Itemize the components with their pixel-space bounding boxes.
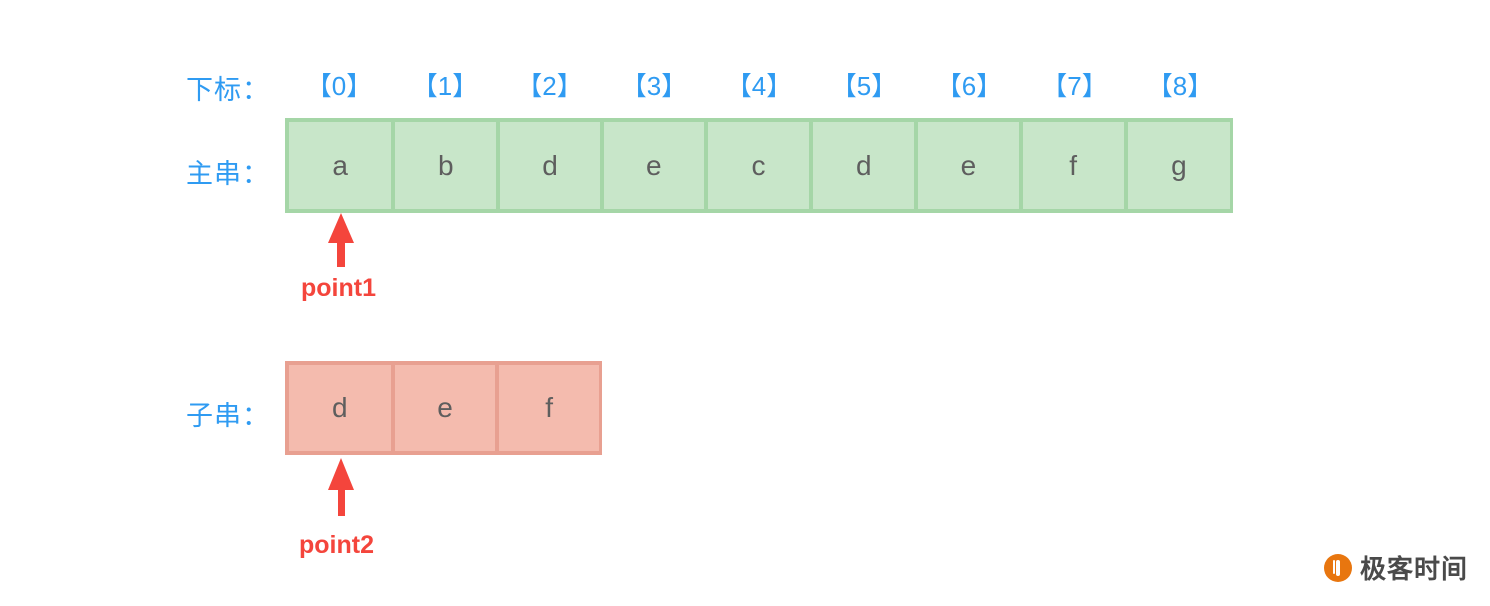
main-string-cell: f [1022,122,1124,209]
index-label-4: 【4】 [725,70,793,101]
index-label-8: 【8】 [1146,70,1214,101]
sub-string-cell: d [289,365,391,451]
index-label-2: 【2】 [516,70,583,101]
main-string-cell: c [707,122,810,209]
sub-string-row-label: 子串： [186,401,270,431]
point1-label: point1 [301,274,376,302]
point2-label: point2 [299,531,374,559]
point1-arrow-icon [325,213,357,267]
geektime-logo-icon [1323,553,1352,582]
main-string-cell: e [918,122,1019,209]
watermark-text: 极客时间 [1359,554,1468,584]
main-string-cell: b [395,122,497,209]
main-string-cell: d [813,122,915,209]
sub-string-strip: d e f [285,361,602,455]
main-string-row-label: 主串： [186,159,270,189]
main-string-strip: a b d e c d e f g [285,118,1233,213]
main-string-cell: a [289,122,392,209]
index-label-1: 【1】 [411,70,479,101]
main-string-cell: e [603,122,704,209]
index-label-3: 【3】 [620,70,688,101]
index-header-row: 【0】 【1】 【2】 【3】 【4】 【5】 【6】 【7】 【8】 [285,64,1233,104]
index-label-6: 【6】 [935,70,1003,101]
main-string-cell: d [500,122,600,209]
index-label-5: 【5】 [830,70,898,101]
watermark-logo: 极客时间 [1323,549,1468,586]
index-row-label: 下标： [186,75,270,105]
sub-string-cell: e [394,365,496,451]
index-label-0: 【0】 [305,70,373,101]
point2-arrow-icon [325,458,357,516]
index-label-7: 【7】 [1041,70,1108,101]
sub-string-cell: f [499,365,600,451]
main-string-cell: g [1127,122,1231,209]
